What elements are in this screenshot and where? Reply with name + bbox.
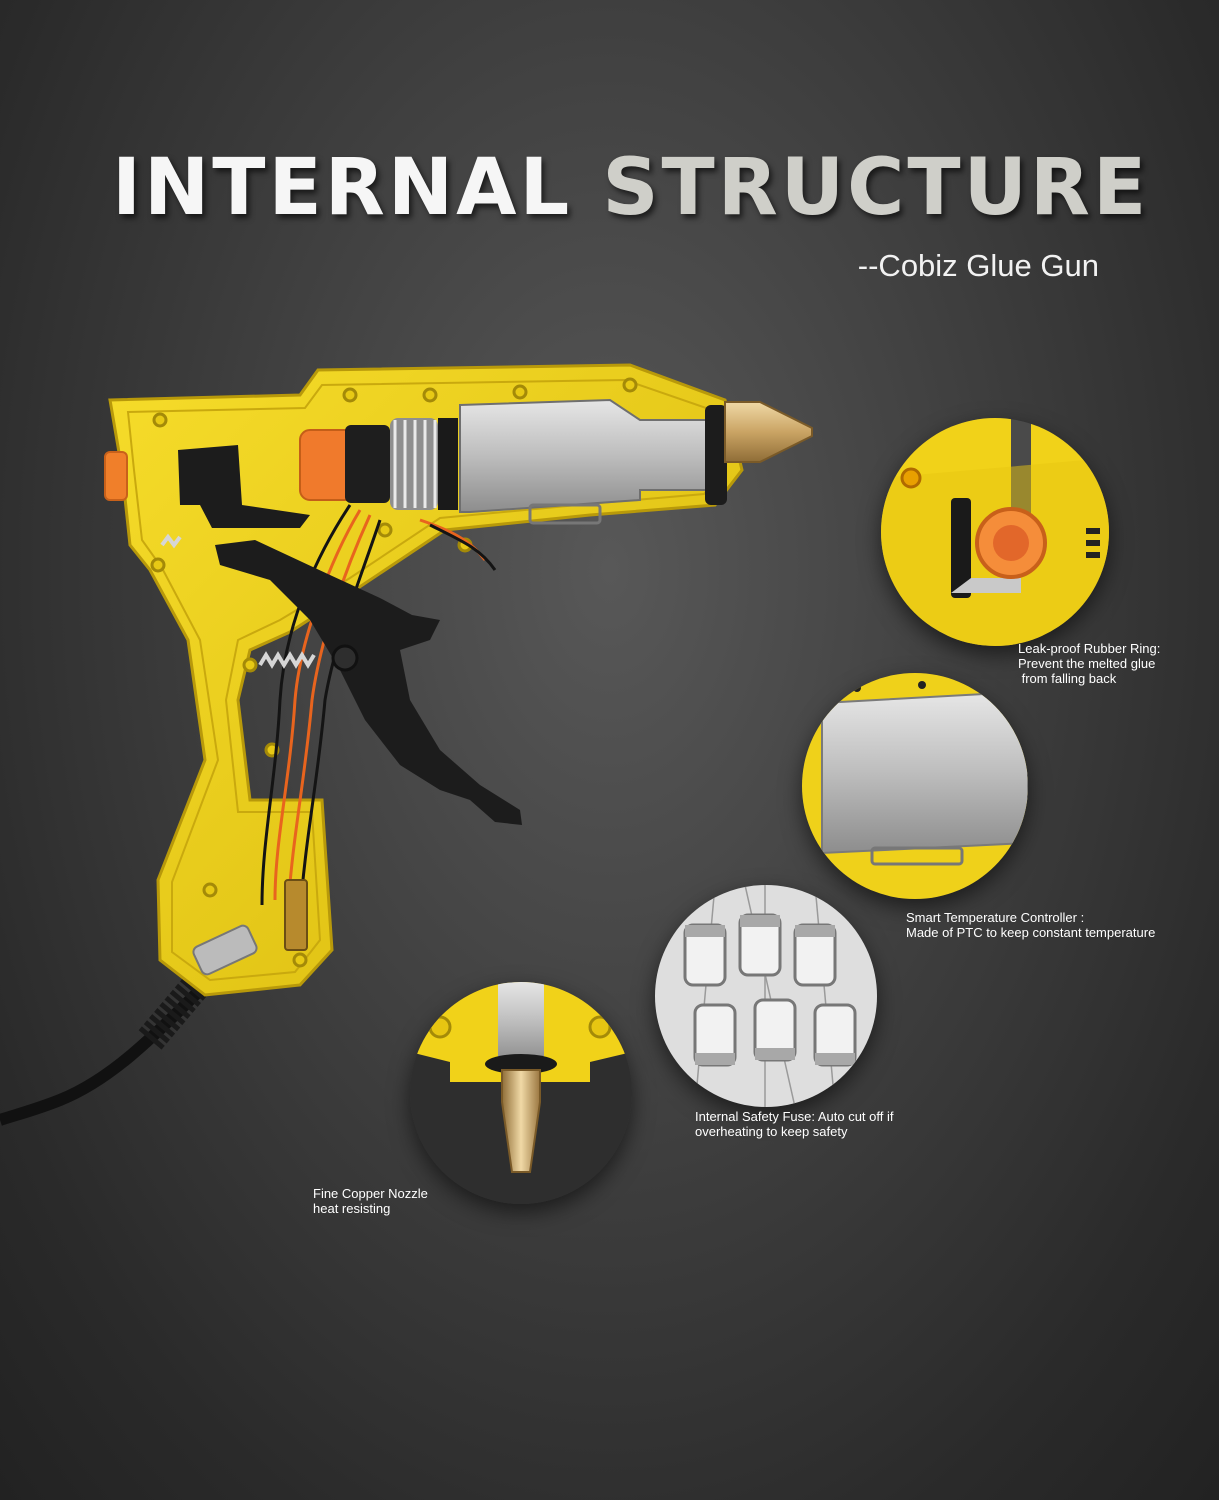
page-subtitle: --Cobiz Glue Gun bbox=[857, 248, 1099, 283]
cord-clamp bbox=[192, 924, 258, 976]
copper-nozzle-detail-image bbox=[410, 982, 632, 1204]
heating-block bbox=[459, 398, 713, 513]
safety-fuse-caption: Internal Safety Fuse: Auto cut off if ov… bbox=[695, 1109, 894, 1139]
page-title: INTERNAL STRUCTURE bbox=[112, 138, 1146, 238]
power-cord bbox=[0, 965, 217, 1126]
safety-fuse-detail-image bbox=[655, 885, 877, 1107]
orange-button bbox=[104, 451, 128, 501]
trigger bbox=[215, 540, 522, 825]
internal-wires bbox=[260, 504, 497, 916]
spring-coil bbox=[390, 418, 438, 510]
rubber-ring-caption: Leak-proof Rubber Ring: Prevent the melt… bbox=[1018, 641, 1161, 686]
title-word-structure: STRUCTURE bbox=[602, 143, 1150, 233]
copper-nozzle bbox=[724, 401, 813, 463]
switch-terminal bbox=[284, 879, 308, 951]
black-latch bbox=[178, 445, 310, 528]
temperature-controller-detail-image bbox=[802, 673, 1028, 899]
rubber-sleeve bbox=[345, 425, 390, 503]
copper-nozzle-caption: Fine Copper Nozzle heat resisting bbox=[313, 1186, 428, 1216]
screw-holes bbox=[150, 377, 720, 968]
rubber-ring-detail-image bbox=[881, 418, 1109, 646]
trigger-spring bbox=[160, 533, 316, 669]
title-word-internal: INTERNAL bbox=[112, 143, 573, 233]
temperature-controller-caption: Smart Temperature Controller : Made of P… bbox=[906, 910, 1156, 940]
